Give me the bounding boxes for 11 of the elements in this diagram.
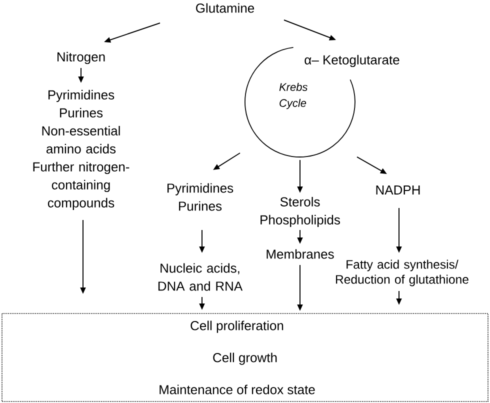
metabolite-label: Nitrogen: [58, 52, 105, 64]
metabolite-label: Glutamine: [196, 3, 254, 13]
outcome-box: Cell proliferation Cell growth Maintenance of redox state: [2, 313, 488, 402]
product-list: Pyrimidines Purines: [167, 183, 234, 211]
metabolite-label: NADPH: [376, 186, 420, 194]
process-label: Fatty acid synthesis/ Reduction of glutathione: [336, 260, 468, 286]
metabolite-label: α– Ketoglutarate: [304, 54, 400, 68]
product-label: Nucleic acids, DNA and RNA: [158, 263, 243, 291]
product-list: Pyrimidines Purines Non-essential amino acids Further nitrogen-containing compounds: [33, 90, 130, 210]
product-label: Membranes: [266, 249, 334, 259]
product-list: Sterols Phospholipids: [260, 196, 340, 228]
